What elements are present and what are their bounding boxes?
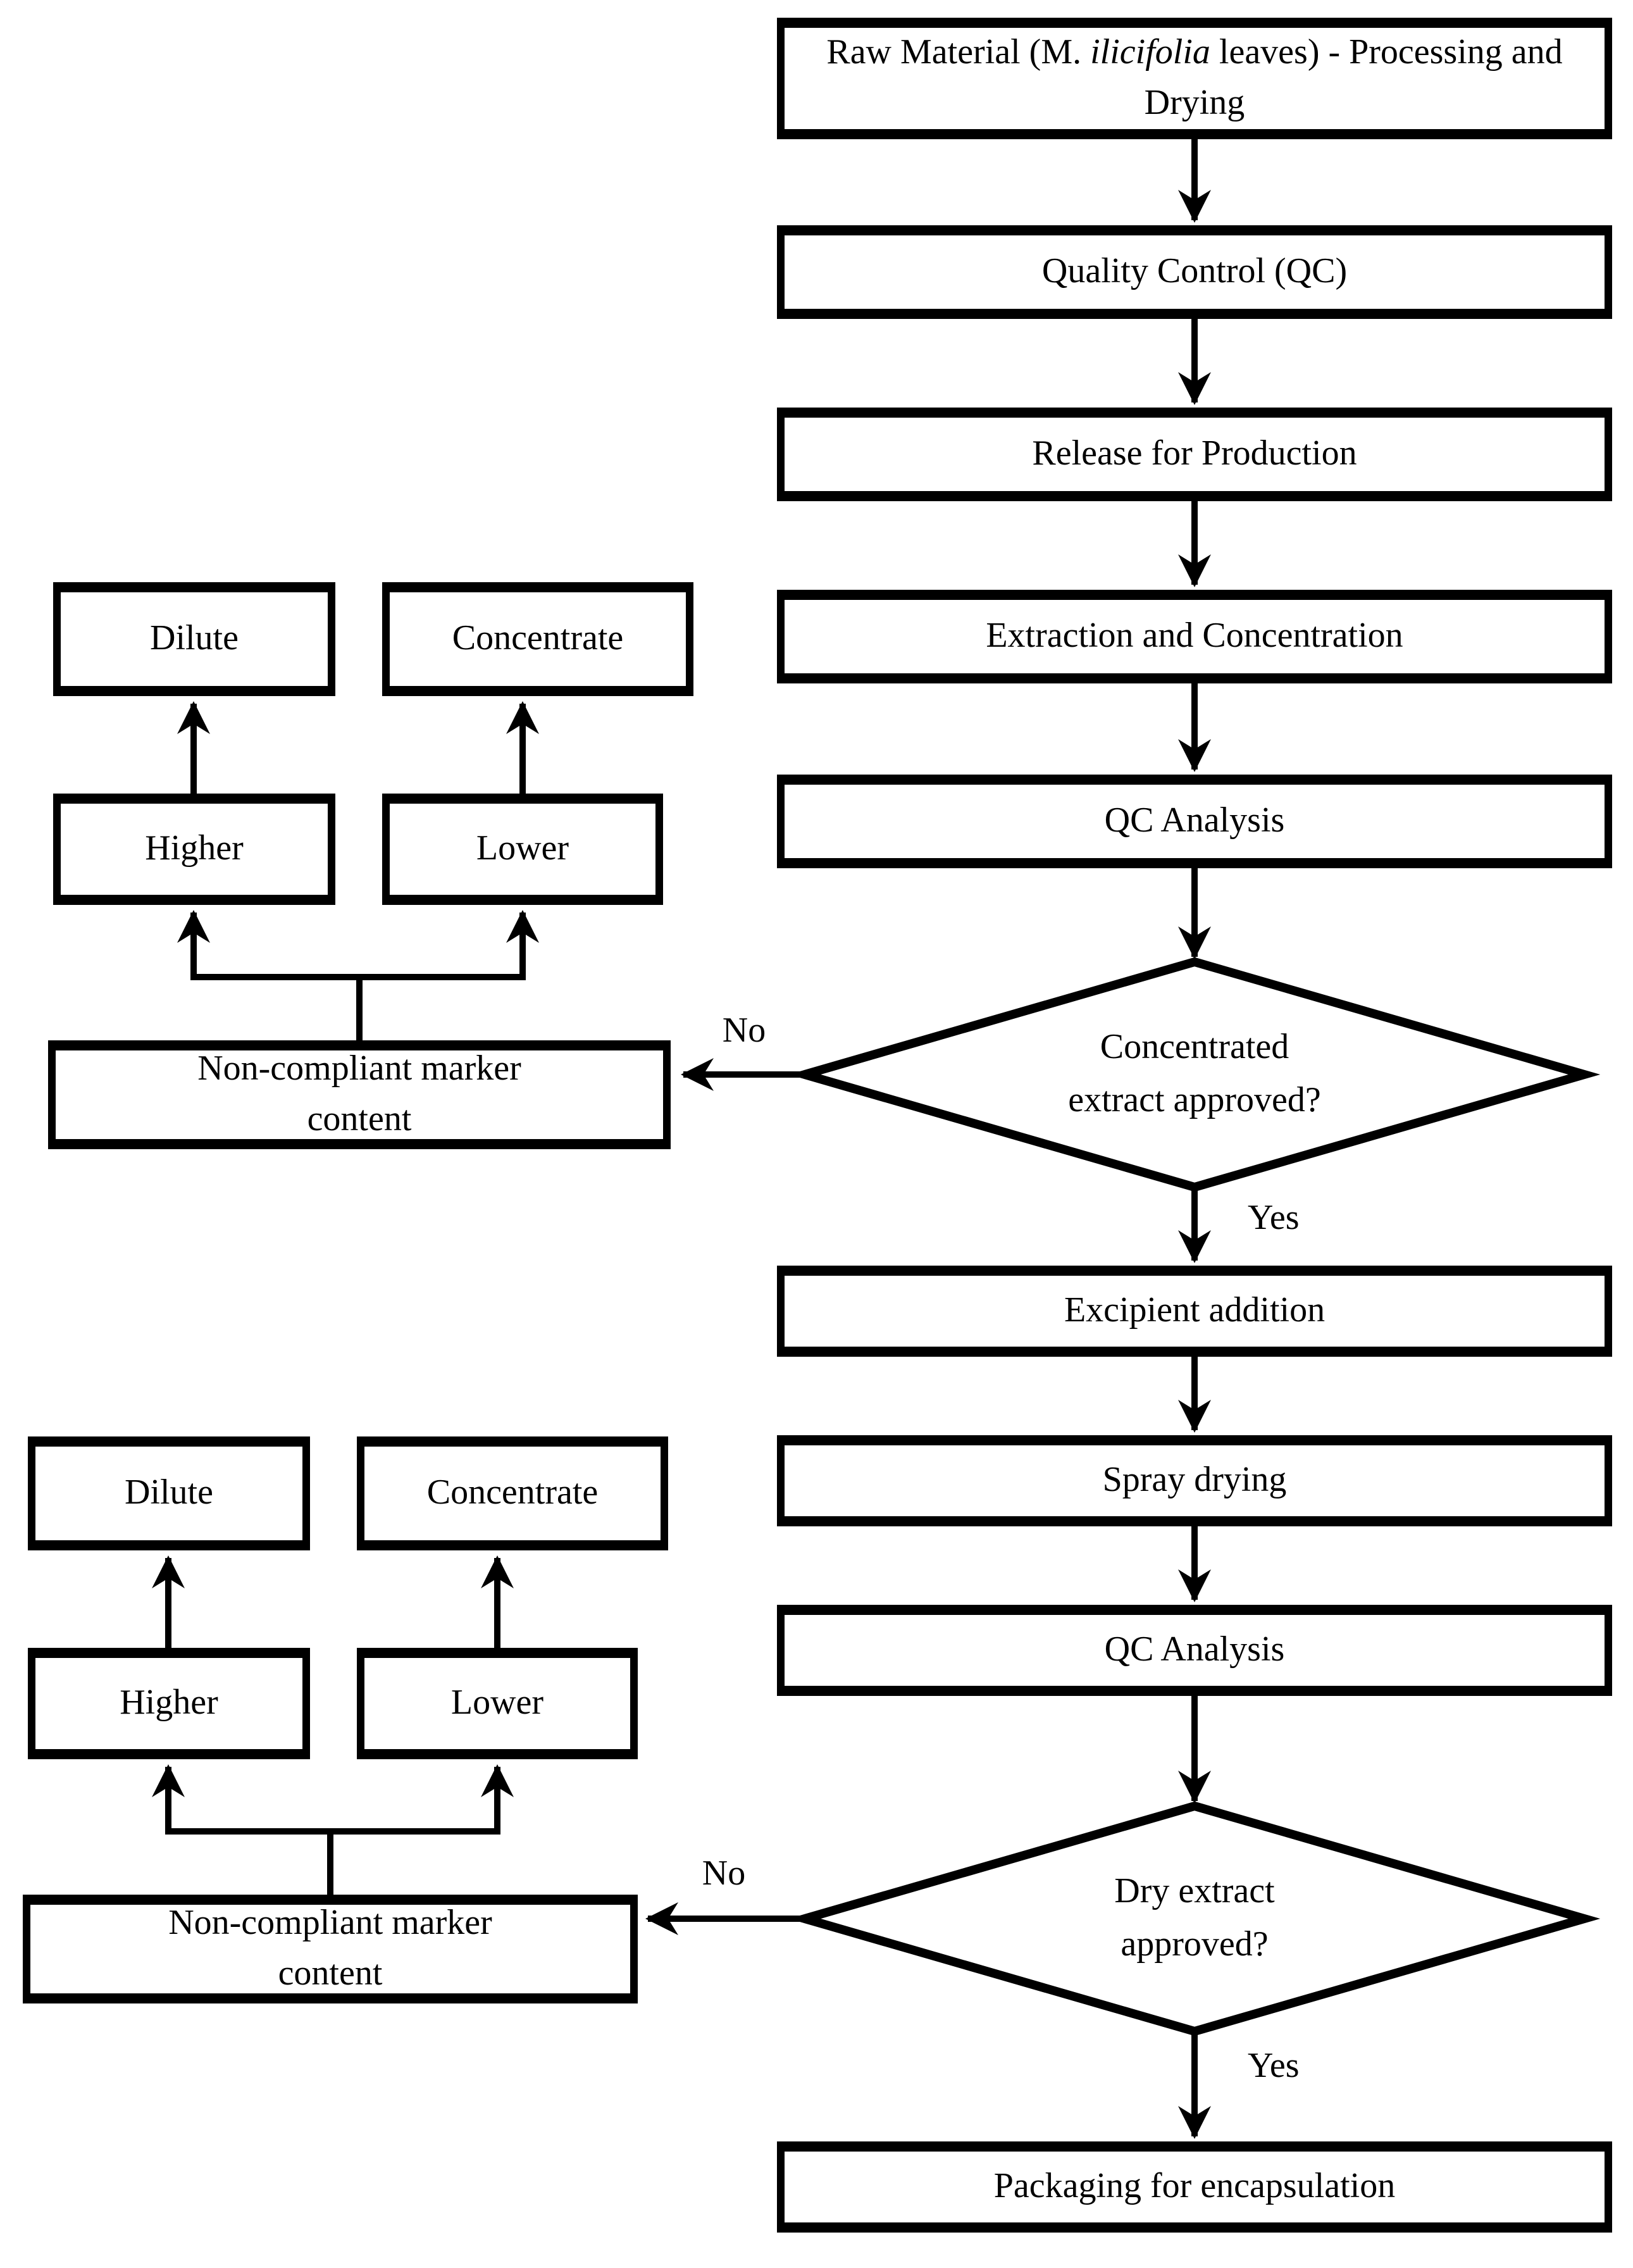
step-spray-drying-label: Spray drying [1102, 1461, 1287, 1500]
adjust2-concentrate: Concentrate [357, 1436, 668, 1550]
adjust1-concentrate: Concentrate [382, 582, 693, 696]
adjust2-non-compliant-line2: content [278, 1954, 383, 1993]
adjust2-lower-label: Lower [450, 1683, 544, 1723]
adjust2-higher-label: Higher [120, 1683, 218, 1723]
adjust2-concentrate-label: Concentrate [426, 1473, 599, 1512]
adjust2-lower: Lower [357, 1648, 638, 1759]
step-raw-material-label: Raw Material (M. ilicifolia leaves) - Pr… [826, 33, 1563, 123]
step-excipient-addition-label: Excipient addition [1064, 1291, 1326, 1330]
adjust2-dilute-label: Dilute [125, 1473, 213, 1512]
step-extraction-concentration: Extraction and Concentration [777, 590, 1612, 683]
step-quality-control: Quality Control (QC) [777, 225, 1612, 319]
step-packaging-encapsulation-label: Packaging for encapsulation [993, 2167, 1396, 2206]
adjust1-non-compliant-line2: content [307, 1100, 412, 1139]
decision-dry-line1: Dry extract [1114, 1872, 1275, 1911]
step-qc-analysis-2-label: QC Analysis [1104, 1630, 1285, 1669]
step-extraction-concentration-label: Extraction and Concentration [986, 616, 1403, 656]
adjust1-higher-label: Higher [145, 829, 244, 868]
step-release-production-label: Release for Production [1032, 434, 1357, 473]
decision-concentrated-text: Concentrated extract approved? [941, 1014, 1448, 1135]
decision-dry-line2: approved? [1121, 1925, 1269, 1964]
step-release-production: Release for Production [777, 408, 1612, 501]
decision-concentrated-line2: extract approved? [1068, 1081, 1321, 1120]
adjust2-non-compliant-line1: Non-compliant marker [168, 1904, 492, 1943]
decision-concentrated-line1: Concentrated [1100, 1028, 1289, 1067]
step-qc-analysis-1: QC Analysis [777, 775, 1612, 868]
adjust1-non-compliant-line1: Non-compliant marker [197, 1049, 521, 1088]
adjust1-dilute-label: Dilute [150, 619, 239, 658]
adjust1-dilute: Dilute [53, 582, 335, 696]
species-name-italic: ilicifolia [1090, 33, 1210, 72]
adjust1-non-compliant: Non-compliant marker content [48, 1040, 671, 1149]
adjust2-non-compliant: Non-compliant marker content [23, 1895, 638, 2003]
adjust1-concentrate-label: Concentrate [452, 619, 624, 658]
step-quality-control-label: Quality Control (QC) [1041, 252, 1348, 291]
adjust2-dilute: Dilute [28, 1436, 310, 1550]
adjust1-lower: Lower [382, 794, 663, 905]
step-qc-analysis-1-label: QC Analysis [1104, 801, 1285, 840]
branch-label-no-1: No [722, 1011, 766, 1050]
decision-diamond-concentrated [788, 957, 1601, 1192]
branch-label-no-2: No [702, 1854, 746, 1893]
adjust2-higher: Higher [28, 1648, 310, 1759]
step-raw-material: Raw Material (M. ilicifolia leaves) - Pr… [777, 18, 1612, 139]
adjust1-higher: Higher [53, 794, 335, 905]
step-excipient-addition: Excipient addition [777, 1266, 1612, 1357]
step-packaging-encapsulation: Packaging for encapsulation [777, 2141, 1612, 2233]
step-spray-drying: Spray drying [777, 1435, 1612, 1526]
adjust1-lower-label: Lower [476, 829, 569, 868]
step-qc-analysis-2: QC Analysis [777, 1605, 1612, 1696]
decision-diamond-dry [788, 1801, 1601, 2036]
decision-dry-text: Dry extract approved? [941, 1858, 1448, 1979]
branch-label-yes-2: Yes [1248, 2047, 1300, 2086]
branch-label-yes-1: Yes [1248, 1199, 1300, 1238]
